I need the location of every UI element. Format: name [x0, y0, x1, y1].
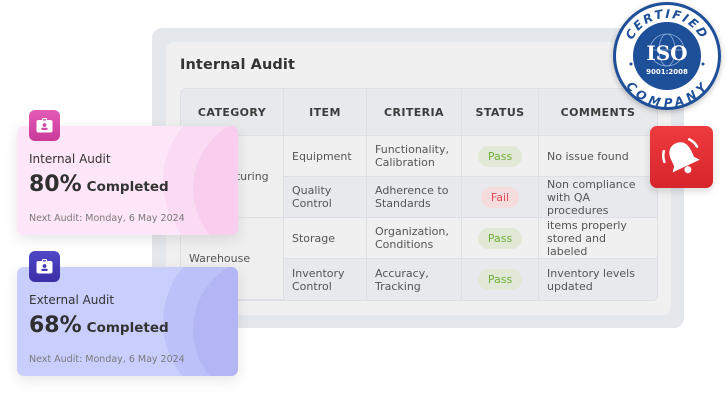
criteria-cell: Adherence to Standards	[367, 177, 462, 218]
table-row: Manufacturing Equipment Functionality, C…	[181, 136, 657, 218]
item-cell: Inventory Control	[284, 259, 367, 300]
item-cell: Storage	[284, 218, 367, 259]
bell-ringing-icon	[661, 138, 700, 174]
id-badge-icon	[29, 251, 60, 282]
header-item: ITEM	[284, 89, 367, 136]
id-badge-icon	[29, 110, 60, 141]
card-next-audit: Next Audit: Monday, 6 May 2024	[29, 354, 185, 365]
status-cell: Pass	[462, 218, 539, 259]
criteria-cell: Accuracy, Tracking	[367, 259, 462, 300]
comments-cell: Inventory levels updated	[539, 259, 657, 300]
external-audit-card[interactable]: External Audit 68%Completed Next Audit: …	[17, 267, 238, 376]
criteria-cell: Functionality, Calibration	[367, 136, 462, 177]
table-header-row: CATEGORY ITEM CRITERIA STATUS COMMENTS	[181, 89, 657, 136]
audit-table: CATEGORY ITEM CRITERIA STATUS COMMENTS M…	[180, 88, 658, 301]
item-cell: Equipment	[284, 136, 367, 177]
iso-certified-badge: CERTIFIED COMPANY ISO 9001:2008	[611, 0, 723, 112]
status-badge: Pass	[477, 269, 523, 290]
item-cell: Quality Control	[284, 177, 367, 218]
card-progress: 80%Completed	[29, 172, 169, 197]
header-status: STATUS	[462, 89, 539, 136]
header-criteria: CRITERIA	[367, 89, 462, 136]
svg-text:9001:2008: 9001:2008	[646, 68, 688, 76]
card-progress: 68%Completed	[29, 313, 169, 338]
table-row: Warehouse Storage Organization, Conditio…	[181, 218, 657, 300]
status-badge: Pass	[477, 145, 523, 167]
status-badge: Fail	[480, 186, 520, 208]
panel-title: Internal Audit	[180, 57, 295, 73]
comments-cell: Non compliance with QA procedures	[539, 177, 657, 218]
status-cell: Fail	[462, 177, 539, 218]
internal-audit-card[interactable]: Internal Audit 80%Completed Next Audit: …	[17, 126, 238, 235]
card-percent: 68%	[29, 313, 82, 338]
card-completed-label: Completed	[86, 179, 169, 195]
card-label: Internal Audit	[29, 152, 111, 166]
table-row: Quality Control Adherence to Standards F…	[181, 177, 657, 218]
card-label: External Audit	[29, 293, 115, 307]
comments-cell: No issue found	[539, 136, 657, 177]
svg-text:ISO: ISO	[646, 41, 687, 65]
status-cell: Pass	[462, 259, 539, 300]
card-next-audit: Next Audit: Monday, 6 May 2024	[29, 213, 185, 224]
comments-cell: items properly stored and labeled	[539, 218, 657, 259]
status-cell: Pass	[462, 136, 539, 177]
criteria-cell: Organization, Conditions	[367, 218, 462, 259]
status-badge: Pass	[477, 227, 523, 249]
card-completed-label: Completed	[86, 320, 169, 336]
card-percent: 80%	[29, 172, 82, 197]
table-row: Inventory Control Accuracy, Tracking Pas…	[181, 259, 657, 300]
alert-bell-button[interactable]	[650, 126, 713, 188]
